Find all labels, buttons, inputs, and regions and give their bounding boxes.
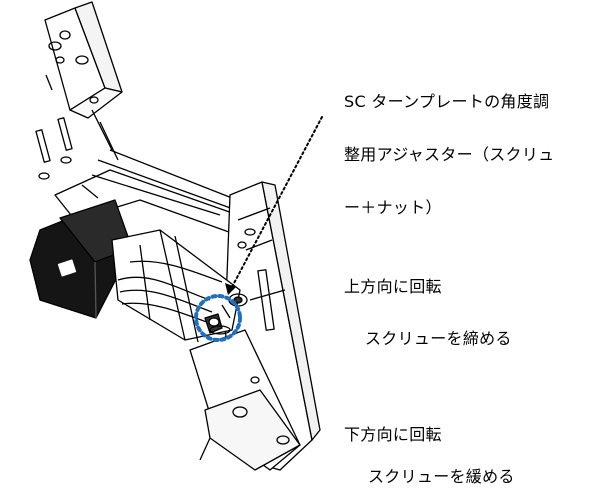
up-rotation-heading: 上方向に回転 xyxy=(344,277,442,296)
callout-text-line-2: 整用アジャスター（スクリュ xyxy=(344,145,555,164)
upper-mounting-plate xyxy=(35,1,123,180)
down-rotation-heading: 下方向に回転 xyxy=(344,425,442,444)
callout-leader-arrow xyxy=(225,116,323,295)
down-rotation-action: スクリューを緩める xyxy=(368,467,515,486)
callout-text-line-3: ー＋ナット） xyxy=(344,198,442,217)
up-rotation-action: スクリューを締める xyxy=(365,329,512,348)
adjuster-screw-nut xyxy=(204,304,231,335)
callout-text-line-1: SC ターンプレートの角度調 xyxy=(344,92,550,111)
adjuster-highlight-circle xyxy=(194,294,242,342)
